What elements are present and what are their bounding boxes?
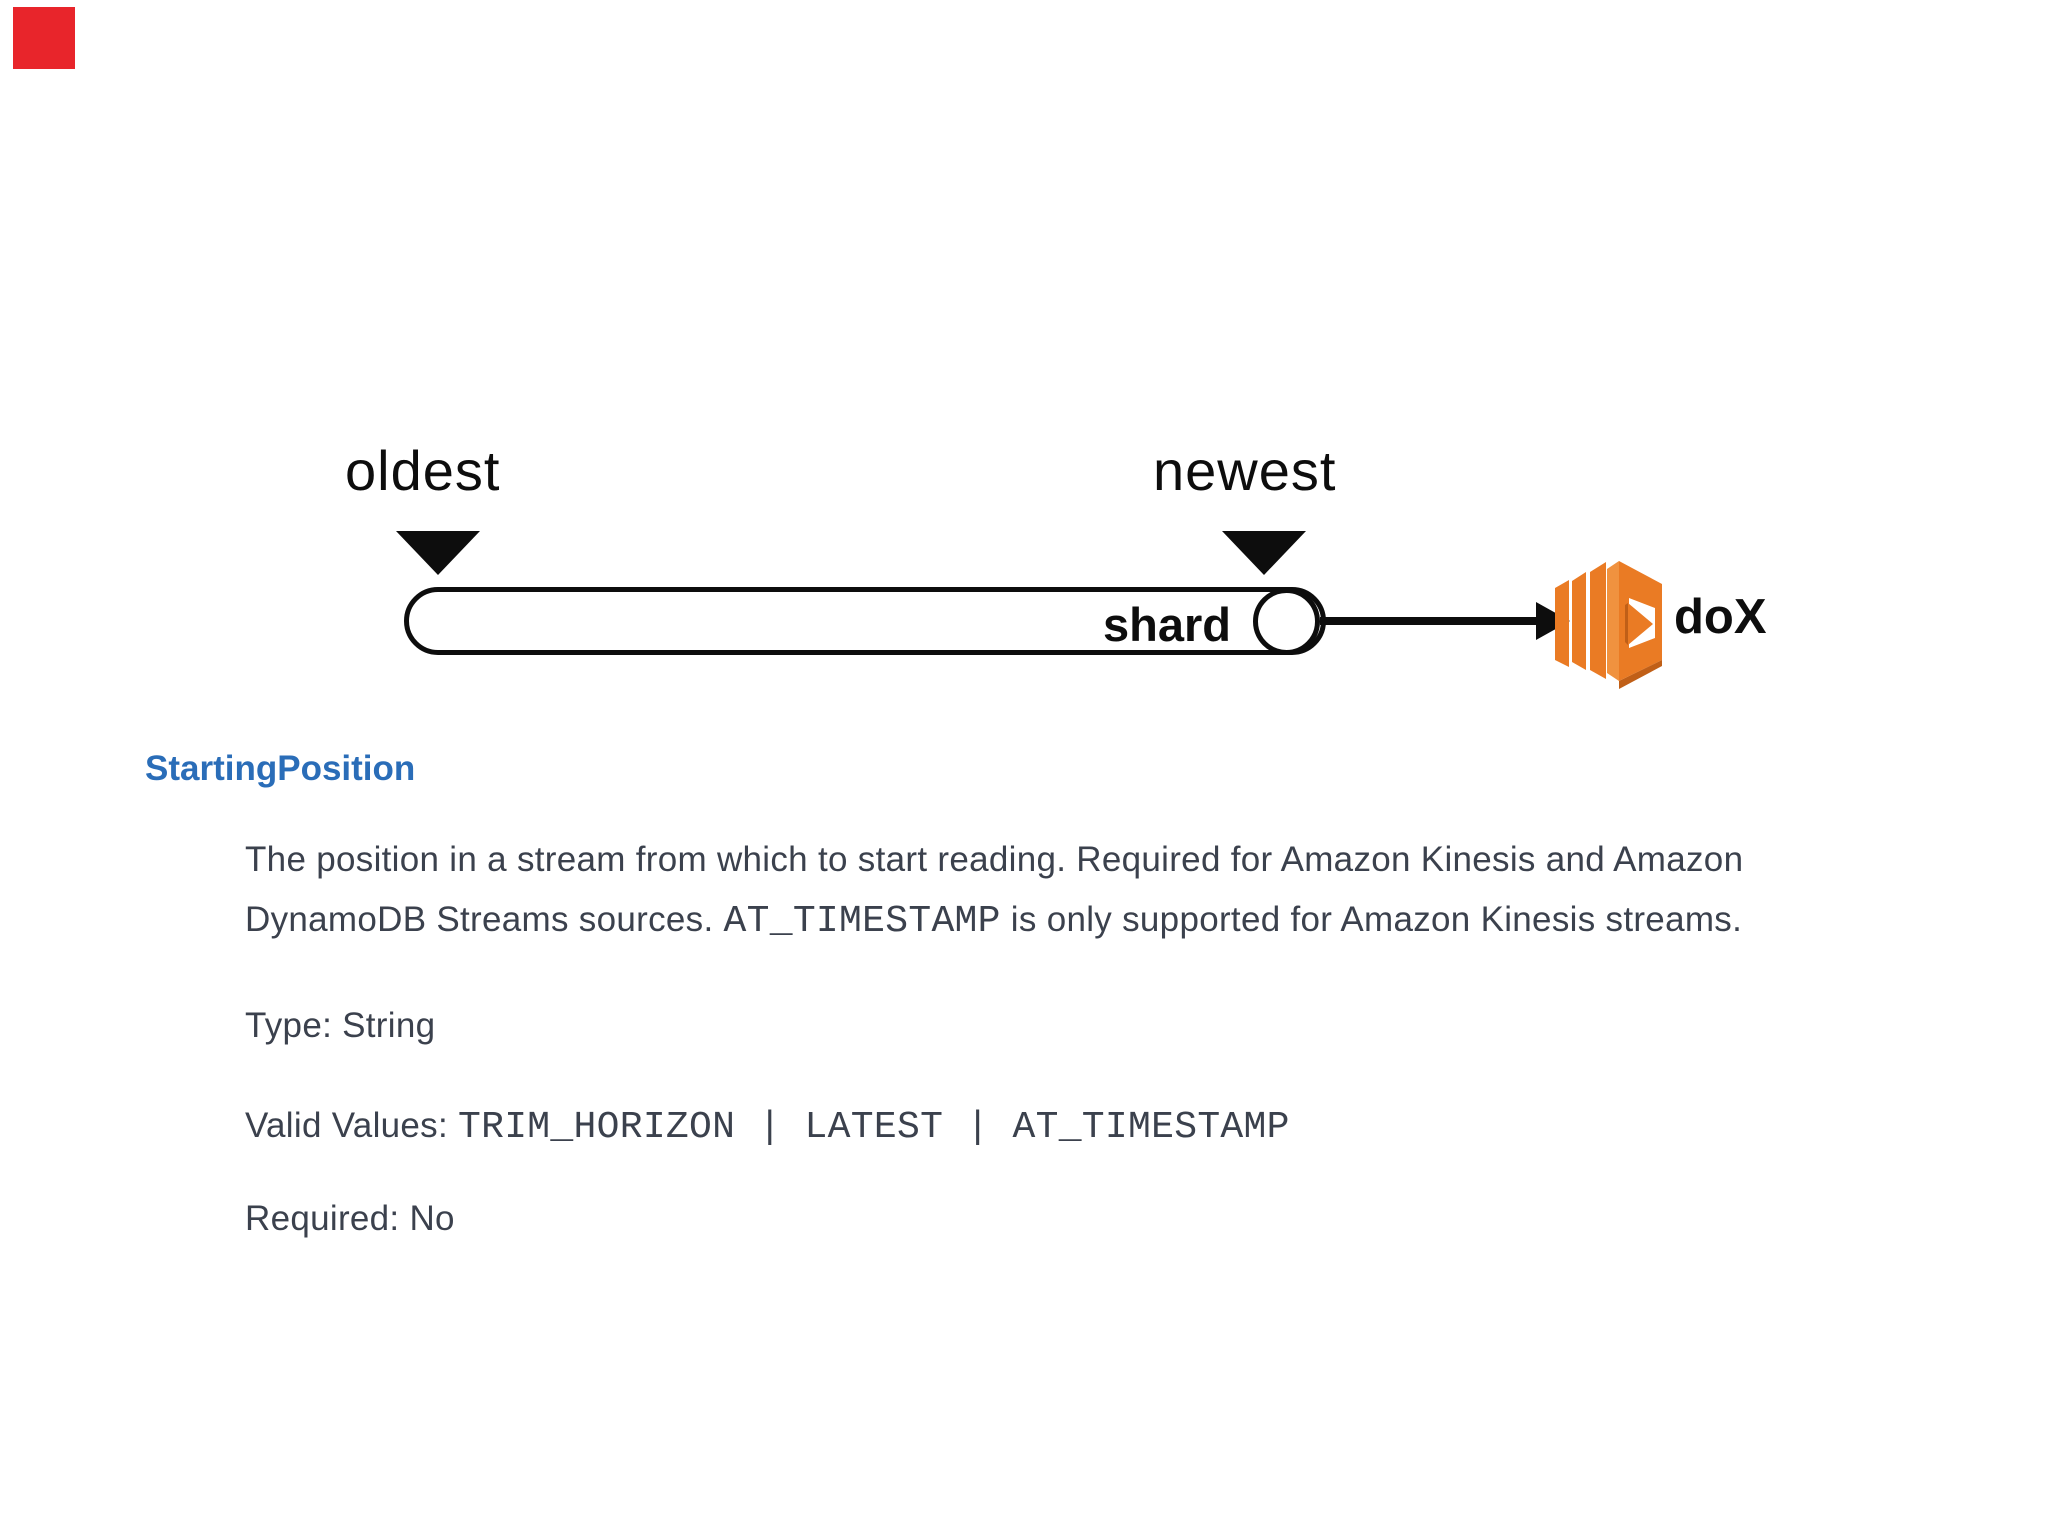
description-line2-post: is only supported for Amazon Kinesis str…: [1000, 900, 1743, 939]
valid-values-label: Valid Values:: [245, 1106, 448, 1145]
shard-label: shard: [1103, 598, 1231, 651]
valid-values-code: TRIM_HORIZON | LATEST | AT_TIMESTAMP: [458, 1106, 1290, 1149]
parameter-heading: StartingPosition: [145, 749, 416, 788]
shard-capsule: [404, 587, 1326, 655]
description-line2-pre: DynamoDB Streams sources.: [245, 900, 724, 939]
arrow-line: [1320, 617, 1542, 625]
shard-endcap-circle: [1253, 588, 1320, 655]
inline-code-at-timestamp: AT_TIMESTAMP: [723, 900, 1001, 943]
recording-indicator: [13, 7, 75, 69]
function-name-label: doX: [1674, 590, 1767, 644]
lambda-function-icon: [1555, 561, 1662, 689]
oldest-pointer-icon: [396, 531, 480, 575]
valid-values-line: Valid Values: TRIM_HORIZON | LATEST | AT_…: [245, 1102, 1290, 1150]
oldest-label: oldest: [345, 439, 501, 502]
newest-pointer-icon: [1222, 531, 1306, 575]
type-line: Type: String: [245, 1006, 436, 1045]
newest-label: newest: [1153, 439, 1337, 502]
parameter-description: The position in a stream from which to s…: [245, 830, 1985, 950]
required-line: Required: No: [245, 1199, 455, 1238]
description-line1: The position in a stream from which to s…: [245, 840, 1744, 879]
